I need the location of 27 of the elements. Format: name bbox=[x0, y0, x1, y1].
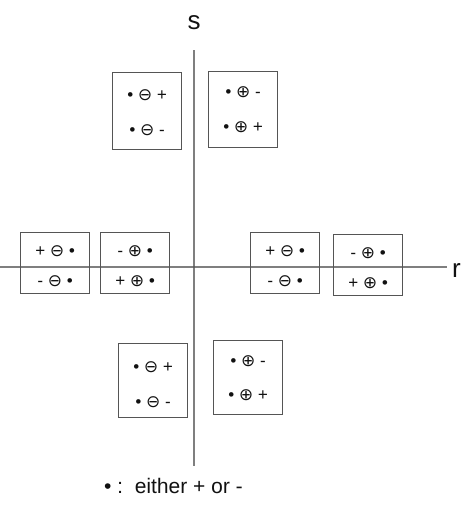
sign-pattern-text: • ⊖ + bbox=[133, 357, 173, 377]
sign-pattern-text: - ⊕ • bbox=[117, 241, 153, 261]
sign-pattern-box bbox=[333, 234, 403, 296]
sign-pattern-text: - ⊖ • bbox=[37, 271, 73, 291]
sign-pattern-text: • ⊖ + bbox=[127, 85, 167, 105]
sign-pattern-box bbox=[213, 340, 283, 415]
sign-pattern-text: + ⊕ • bbox=[348, 273, 388, 293]
axis-label: r bbox=[452, 255, 461, 281]
sign-pattern-box bbox=[118, 343, 188, 418]
sign-pattern-box bbox=[112, 72, 182, 150]
sign-pattern-box bbox=[208, 71, 278, 148]
sign-pattern-text: + ⊖ • bbox=[265, 241, 305, 261]
sign-pattern-text: • ⊖ - bbox=[129, 120, 165, 140]
sign-pattern-text: + ⊕ • bbox=[115, 271, 155, 291]
sign-pattern-box bbox=[250, 232, 320, 294]
axis-label: s bbox=[188, 7, 200, 33]
sign-pattern-text: + ⊖ • bbox=[35, 241, 75, 261]
sign-pattern-box bbox=[20, 232, 90, 294]
sign-pattern-text: • ⊕ - bbox=[225, 82, 261, 102]
sign-pattern-box bbox=[100, 232, 170, 294]
sign-pattern-text: - ⊖ • bbox=[267, 271, 303, 291]
legend-text: • : either + or - bbox=[104, 476, 243, 496]
sign-pattern-text: • ⊕ + bbox=[223, 117, 263, 137]
sign-pattern-text: • ⊖ - bbox=[135, 392, 171, 412]
sign-pattern-text: • ⊕ - bbox=[230, 351, 266, 371]
sign-pattern-text: • ⊕ + bbox=[228, 385, 268, 405]
sign-pattern-text: - ⊕ • bbox=[350, 243, 386, 263]
